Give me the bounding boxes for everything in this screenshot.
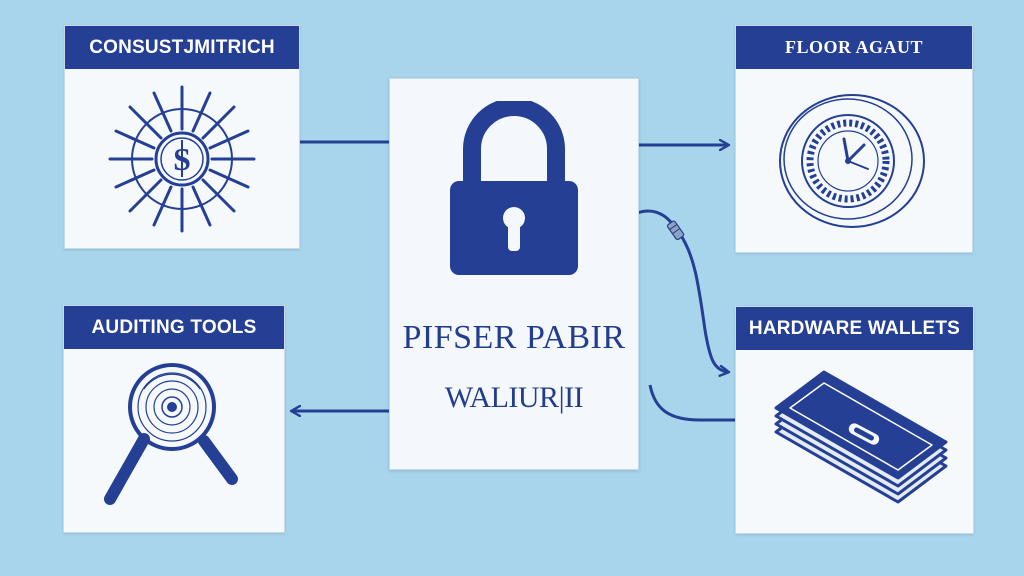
- card-top-left-label: CONSUSTJMITRICH: [65, 26, 299, 69]
- card-bottom-right: HARDWARE WALLETS: [735, 306, 974, 534]
- cable-plug-icon: [666, 220, 685, 241]
- connector-cable: [636, 209, 728, 372]
- card-top-right: FLOOR AGAUT: [735, 25, 973, 253]
- connector-cable-lower: [648, 384, 735, 422]
- card-bottom-right-label: HARDWARE WALLETS: [736, 307, 973, 350]
- card-top-right-label: FLOOR AGAUT: [736, 26, 972, 69]
- clock-dial-icon: [736, 69, 972, 252]
- card-top-left: CONSUSTJMITRICH: [64, 25, 300, 249]
- crypto-coin-sun-icon: S: [65, 69, 299, 248]
- card-bottom-left-label: AUDITING TOOLS: [64, 306, 284, 349]
- card-bottom-left: AUDITING TOOLS: [63, 305, 285, 533]
- center-subtitle: WALIUR|II: [444, 381, 584, 414]
- magnifying-glass-icon: [64, 349, 284, 532]
- padlock-icon: [446, 98, 582, 281]
- center-panel: PIFSER PABIR WALIUR|II: [389, 78, 639, 470]
- center-title: PIFSER PABIR: [402, 319, 626, 356]
- hardware-wallet-card-icon: [736, 350, 973, 533]
